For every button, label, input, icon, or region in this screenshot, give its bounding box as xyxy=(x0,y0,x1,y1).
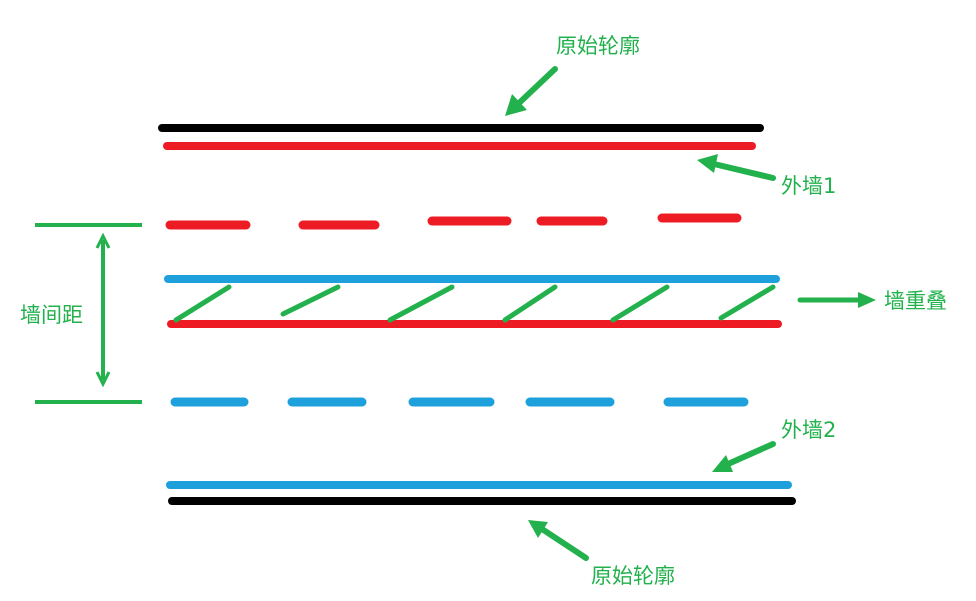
hatch-stroke xyxy=(387,284,455,323)
arrow-head xyxy=(505,94,527,116)
arrow-head-up xyxy=(95,232,111,249)
label-outer-wall-2: 外墙2 xyxy=(781,418,837,442)
arrow-original-contour-top xyxy=(505,66,558,116)
arrow-head xyxy=(697,154,718,173)
hatch-stroke xyxy=(173,284,232,323)
label-wall-overlap: 墙重叠 xyxy=(884,289,947,313)
arrow-original-contour-bottom xyxy=(528,520,589,561)
hatch-stroke xyxy=(718,284,776,321)
hatch-stroke xyxy=(502,284,558,323)
overlap-hatch xyxy=(173,284,776,323)
hatch-stroke xyxy=(280,284,341,317)
arrow-shaft xyxy=(725,441,776,467)
arrow-head xyxy=(528,520,548,538)
arrow-outer-wall-2 xyxy=(712,441,776,472)
arrow-shaft xyxy=(515,66,558,107)
label-outer-wall-1: 外墙1 xyxy=(781,174,837,198)
arrow-shaft xyxy=(711,161,776,181)
arrow-outer-wall-1 xyxy=(697,154,776,181)
wall-spacing-indicator xyxy=(35,223,142,404)
label-wall-spacing: 墙间距 xyxy=(20,303,83,327)
label-original-contour-top: 原始轮廓 xyxy=(556,34,640,58)
arrow-head-down xyxy=(95,371,111,388)
wall-1-dashed-row xyxy=(165,213,742,230)
arrow-head xyxy=(712,455,733,472)
hatch-stroke xyxy=(610,284,670,323)
arrow-head xyxy=(858,292,876,308)
label-original-contour-bottom: 原始轮廓 xyxy=(591,564,675,588)
arrow-wall-overlap xyxy=(797,292,876,308)
arrow-shaft xyxy=(539,526,589,561)
